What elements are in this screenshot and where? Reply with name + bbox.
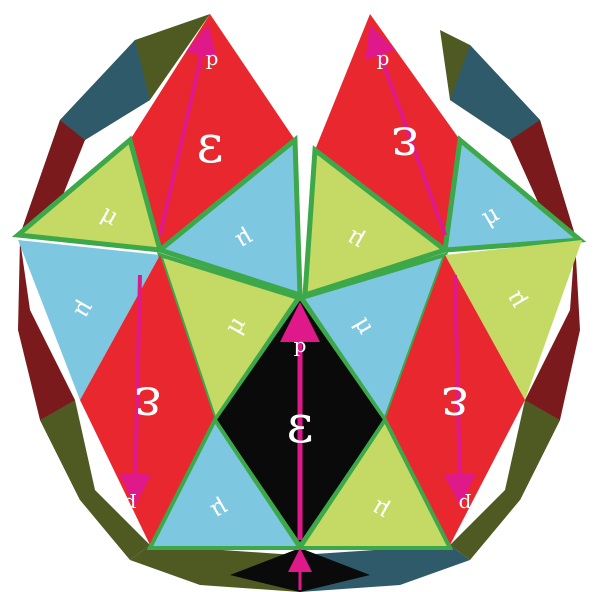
left-dark-facet-blue [60,40,150,140]
center-p-label: p [294,333,307,357]
bottom-right-p-label: p [459,493,472,517]
upper-left-epsilon-label: ε [197,115,224,175]
bottom-left-epsilon-label: ε [135,375,162,435]
upper-right-epsilon-label: ε [392,115,419,175]
bottom-right-epsilon-label: ε [442,375,469,435]
upper-left-p-label: p [206,46,219,70]
upper-right-p-label: p [377,46,390,70]
bottom-left-p-label: p [124,493,137,517]
center-epsilon-label: ε [287,395,314,455]
